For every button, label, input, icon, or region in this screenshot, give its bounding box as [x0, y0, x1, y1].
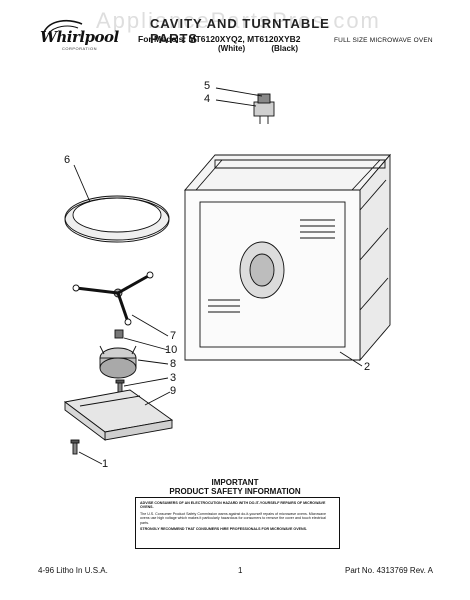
footer-page-number: 1 [238, 566, 243, 575]
oven-cavity [184, 153, 391, 362]
callout-7: 7 [170, 330, 177, 342]
brand-name: Whirlpool [40, 28, 119, 46]
callout-10: 10 [165, 344, 178, 356]
callout-9: 9 [170, 385, 177, 397]
oven-type: FULL SIZE MICROWAVE OVEN [334, 37, 433, 44]
brand-sub: CORPORATION [62, 46, 97, 51]
safety-heading-product: PRODUCT SAFETY INFORMATION [169, 487, 301, 496]
safety-heading: IMPORTANT PRODUCT SAFETY INFORMATION [0, 478, 470, 496]
models-colors: (White) (Black) [218, 44, 298, 53]
glass-tray [64, 195, 170, 243]
safety-info-box: ADVISE CONSUMERS OF AN ELECTROCUTION HAZ… [135, 497, 340, 549]
roller-support [72, 271, 154, 326]
footer-part-number: Part No. 4313769 Rev. A [345, 566, 433, 575]
callout-4: 4 [204, 93, 211, 105]
safety-para-2: The U.S. Consumer Product Safety Commiss… [140, 511, 326, 525]
page-title: CAVITY AND TURNTABLE PARTS [150, 16, 330, 46]
safety-para-1: ADVISE CONSUMERS OF AN ELECTROCUTION HAZ… [140, 501, 326, 510]
motor-cover [63, 389, 174, 441]
callout-1: 1 [102, 458, 109, 470]
footer-litho: 4-96 Litho In U.S.A. [38, 566, 108, 575]
callout-8: 8 [170, 358, 177, 370]
safety-heading-important: IMPORTANT [211, 478, 259, 487]
callout-5: 5 [204, 80, 211, 92]
models-line: For Models: MT6120XYQ2, MT6120XYB2 [138, 34, 301, 44]
callout-2: 2 [364, 361, 371, 373]
thermal-cutout [253, 93, 275, 124]
exploded-parts-diagram [63, 87, 391, 465]
turntable-motor [99, 345, 137, 379]
whirlpool-logo [43, 19, 83, 35]
callout-6: 6 [64, 154, 71, 166]
screw-1 [70, 439, 80, 455]
coupler [114, 329, 124, 339]
callout-3: 3 [170, 372, 177, 384]
safety-para-3: STRONGLY RECOMMEND THAT CONSUMERS HIRE P… [140, 527, 307, 532]
watermark: AppliancePartsPros.com [96, 8, 381, 33]
screw-3 [115, 379, 125, 393]
